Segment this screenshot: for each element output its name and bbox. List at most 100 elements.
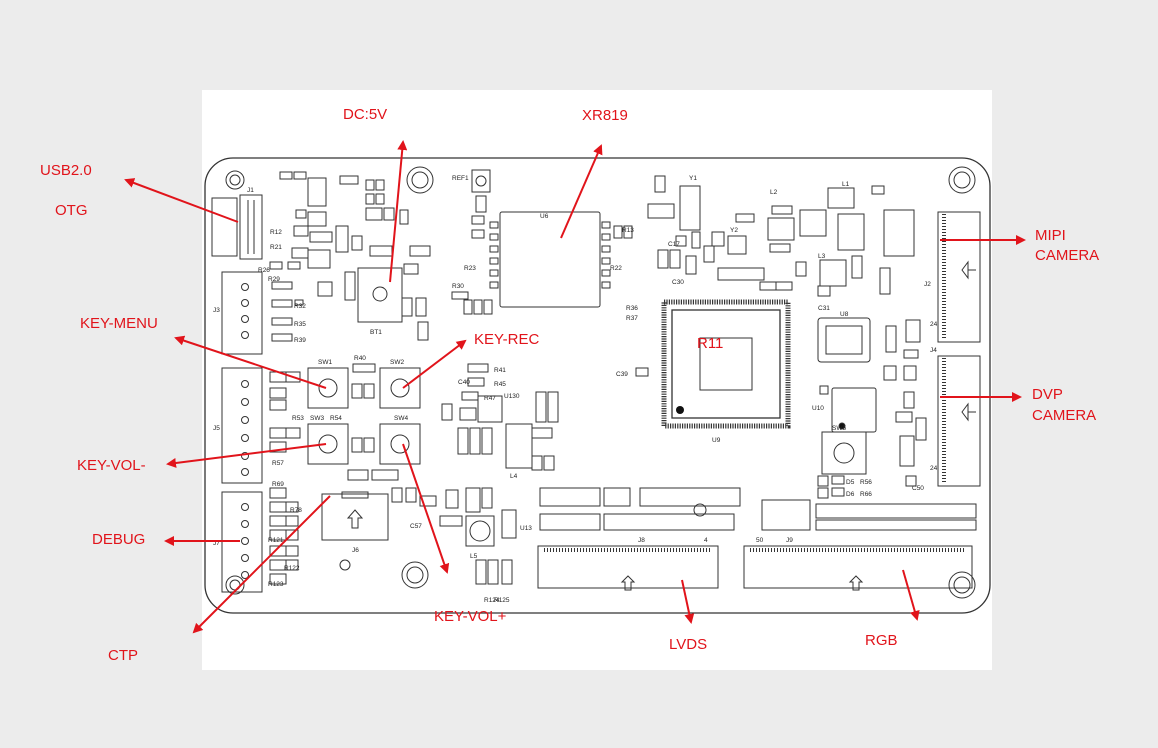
- label-pin50: 50: [756, 537, 764, 544]
- callout-otg: OTG: [55, 202, 88, 219]
- j3-connector: [221, 271, 263, 355]
- label-sw1: SW1: [318, 359, 332, 366]
- j1-usb-connector: [211, 194, 263, 260]
- label-u6: U6: [540, 213, 549, 220]
- label-r121: R121: [268, 537, 284, 544]
- label-r124: R124: [484, 597, 500, 604]
- label-r78: R78: [290, 507, 302, 514]
- label-r54: R54: [330, 415, 342, 422]
- label-u10: U10: [812, 405, 824, 412]
- label-r41: R41: [494, 367, 506, 374]
- callout-dc: DC:5V: [343, 106, 387, 123]
- mid-left-components: [401, 297, 429, 341]
- label-r37: R37: [626, 315, 638, 322]
- label-r66: R66: [860, 491, 872, 498]
- callout-key-rec: KEY-REC: [474, 331, 539, 348]
- callout-arrows: [124, 140, 1026, 634]
- pcb-outline: [204, 157, 991, 614]
- callout-usb: USB2.0: [40, 162, 92, 179]
- l5-u13-area: [439, 487, 517, 585]
- label-c40: C40: [458, 379, 470, 386]
- label-l2: L2: [770, 189, 778, 196]
- label-j5: J5: [213, 425, 220, 432]
- callout-mipi-2: CAMERA: [1035, 247, 1099, 264]
- label-sw5: SW5: [832, 425, 846, 432]
- label-c39: C39: [616, 371, 628, 378]
- label-r57: R57: [272, 460, 284, 467]
- label-u8: U8: [840, 311, 849, 318]
- right-components: [817, 317, 927, 499]
- label-j8: J8: [638, 537, 645, 544]
- callout-rgb: RGB: [865, 632, 898, 649]
- label-r30: R30: [452, 283, 464, 290]
- label-r13: R13: [622, 227, 634, 234]
- j8-lvds-connector: [537, 545, 719, 591]
- label-r23: R23: [464, 265, 476, 272]
- label-j4: J4: [930, 347, 937, 354]
- j5-connector: [221, 367, 263, 484]
- label-r125: R125: [494, 597, 510, 604]
- label-j3: J3: [213, 307, 220, 314]
- label-l1: L1: [842, 181, 850, 188]
- label-r32: R32: [294, 303, 306, 310]
- callout-dvp-2: CAMERA: [1032, 407, 1096, 424]
- label-r39: R39: [294, 337, 306, 344]
- label-y1: Y1: [689, 175, 697, 182]
- callout-xr819: XR819: [582, 107, 628, 124]
- label-bt1: BT1: [370, 329, 382, 336]
- label-y2: Y2: [730, 227, 738, 234]
- callout-dvp-1: DVP: [1032, 386, 1063, 403]
- label-j2: J2: [924, 281, 931, 288]
- label-l3: L3: [818, 253, 826, 260]
- label-c50: C50: [912, 485, 924, 492]
- label-j1: J1: [247, 187, 254, 194]
- resistor-rows: [539, 487, 977, 531]
- label-d5: D5: [846, 479, 855, 486]
- label-r47: R47: [484, 395, 496, 402]
- label-d6: D6: [846, 491, 855, 498]
- top-mid-components: [647, 175, 915, 297]
- switch-grid: [269, 363, 421, 465]
- ref1-antenna: [471, 169, 491, 239]
- label-c31: C31: [818, 305, 830, 312]
- callout-ctp: CTP: [108, 647, 138, 664]
- label-sw2: SW2: [390, 359, 404, 366]
- label-r12: R12: [270, 229, 282, 236]
- label-pin4: 4: [704, 537, 708, 544]
- bt1-battery: [357, 267, 403, 323]
- label-l4: L4: [510, 473, 518, 480]
- label-u13: U13: [520, 525, 532, 532]
- callout-debug: DEBUG: [92, 531, 145, 548]
- mid-components: [441, 363, 559, 471]
- label-j9: J9: [786, 537, 793, 544]
- label-r69: R69: [272, 481, 284, 488]
- label-r56: R56: [860, 479, 872, 486]
- label-c30: C30: [672, 279, 684, 286]
- j9-rgb-connector: [743, 545, 973, 591]
- callout-lvds: LVDS: [669, 636, 707, 653]
- label-r29: R29: [268, 276, 280, 283]
- callout-key-vol-plus: KEY-VOL+: [434, 608, 507, 625]
- label-pin24-top: 24: [930, 321, 938, 328]
- c39-part: [635, 367, 649, 377]
- label-r123: R123: [268, 581, 284, 588]
- callout-key-menu: KEY-MENU: [80, 315, 158, 332]
- label-sw4: SW4: [394, 415, 408, 422]
- resistor-array-j3: [269, 261, 304, 342]
- label-ref1: REF1: [452, 175, 469, 182]
- label-r40: R40: [354, 355, 366, 362]
- label-c57: C57: [410, 523, 422, 530]
- label-j7: J7: [213, 540, 220, 547]
- label-r45: R45: [494, 381, 506, 388]
- label-j6: J6: [352, 547, 359, 554]
- label-r122: R122: [284, 565, 300, 572]
- label-l5: L5: [470, 553, 478, 560]
- label-r26: R26: [258, 267, 270, 274]
- j6-ctp-connector: [269, 469, 437, 585]
- label-pin24-bot: 24: [930, 465, 938, 472]
- label-u9: U9: [712, 437, 721, 444]
- label-r53: R53: [292, 415, 304, 422]
- j4-dvp-connector: [937, 355, 981, 487]
